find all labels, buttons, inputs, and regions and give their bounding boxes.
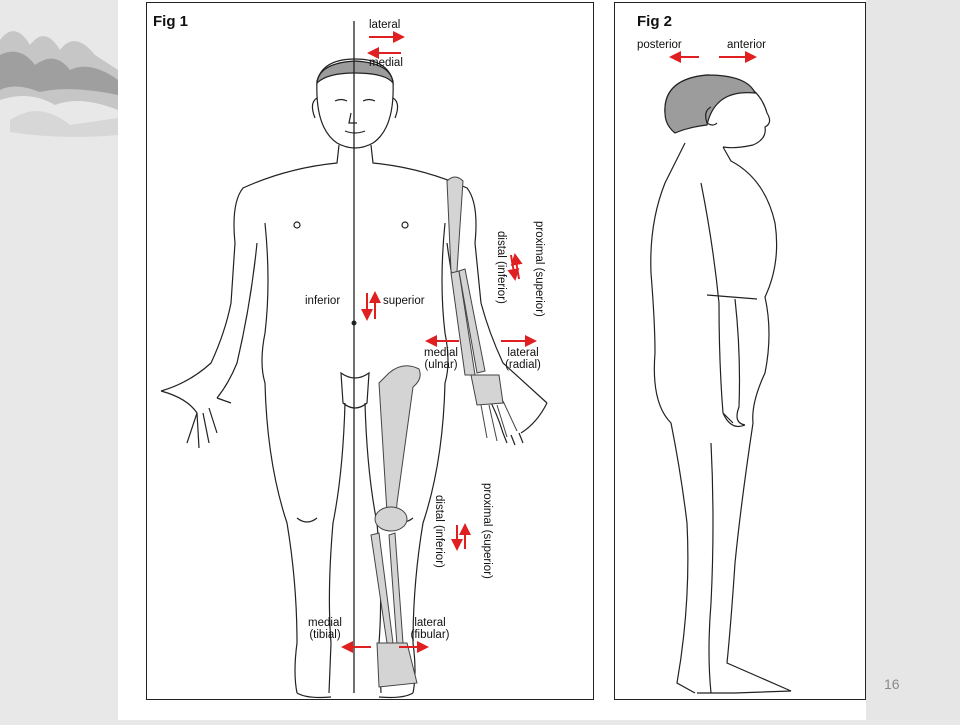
medial-ulnar-line-2: (ulnar): [424, 359, 458, 371]
superior-label: superior: [383, 295, 425, 307]
lateral-fibular-label: lateral (fibular): [401, 617, 459, 641]
medial-label-top: medial: [369, 57, 403, 69]
page-number: 16: [884, 676, 900, 692]
figure-1-title: Fig 1: [153, 13, 189, 30]
lateral-fibular-line-2: (fibular): [410, 629, 450, 641]
decorative-landscape-strip: [0, 0, 118, 720]
lateral-radial-label: lateral (radial): [497, 347, 549, 371]
distal-arm-label: distal (inferior): [495, 231, 507, 304]
figure-1-panel: Fig 1: [146, 2, 594, 700]
figure-2-title: Fig 2: [637, 13, 673, 30]
lateral-body-illustration: [650, 51, 792, 694]
medial-ulnar-line-1: medial: [424, 347, 458, 359]
distal-leg-label: distal (inferior): [433, 495, 445, 568]
lateral-radial-line-2: (radial): [505, 359, 541, 371]
medial-tibial-line-1: medial: [308, 617, 342, 629]
anterior-label: anterior: [727, 39, 766, 51]
medial-ulnar-label: medial (ulnar): [417, 347, 465, 371]
figure-2-panel: Fig 2 posterior anterior: [614, 2, 866, 700]
proximal-arm-label: proximal (superior): [533, 221, 545, 317]
lateral-fibular-line-1: lateral: [414, 617, 446, 629]
lateral-label-top: lateral: [369, 19, 401, 31]
lateral-radial-line-1: lateral: [507, 347, 539, 359]
landscape-art: [0, 0, 118, 720]
posterior-label: posterior: [637, 39, 682, 51]
anterior-body-illustration: [160, 21, 548, 699]
inferior-label: inferior: [305, 295, 341, 307]
right-margin: [866, 0, 960, 720]
proximal-leg-label: proximal (superior): [481, 483, 493, 579]
medial-tibial-label: medial (tibial): [297, 617, 353, 641]
medial-tibial-line-2: (tibial): [309, 629, 341, 641]
